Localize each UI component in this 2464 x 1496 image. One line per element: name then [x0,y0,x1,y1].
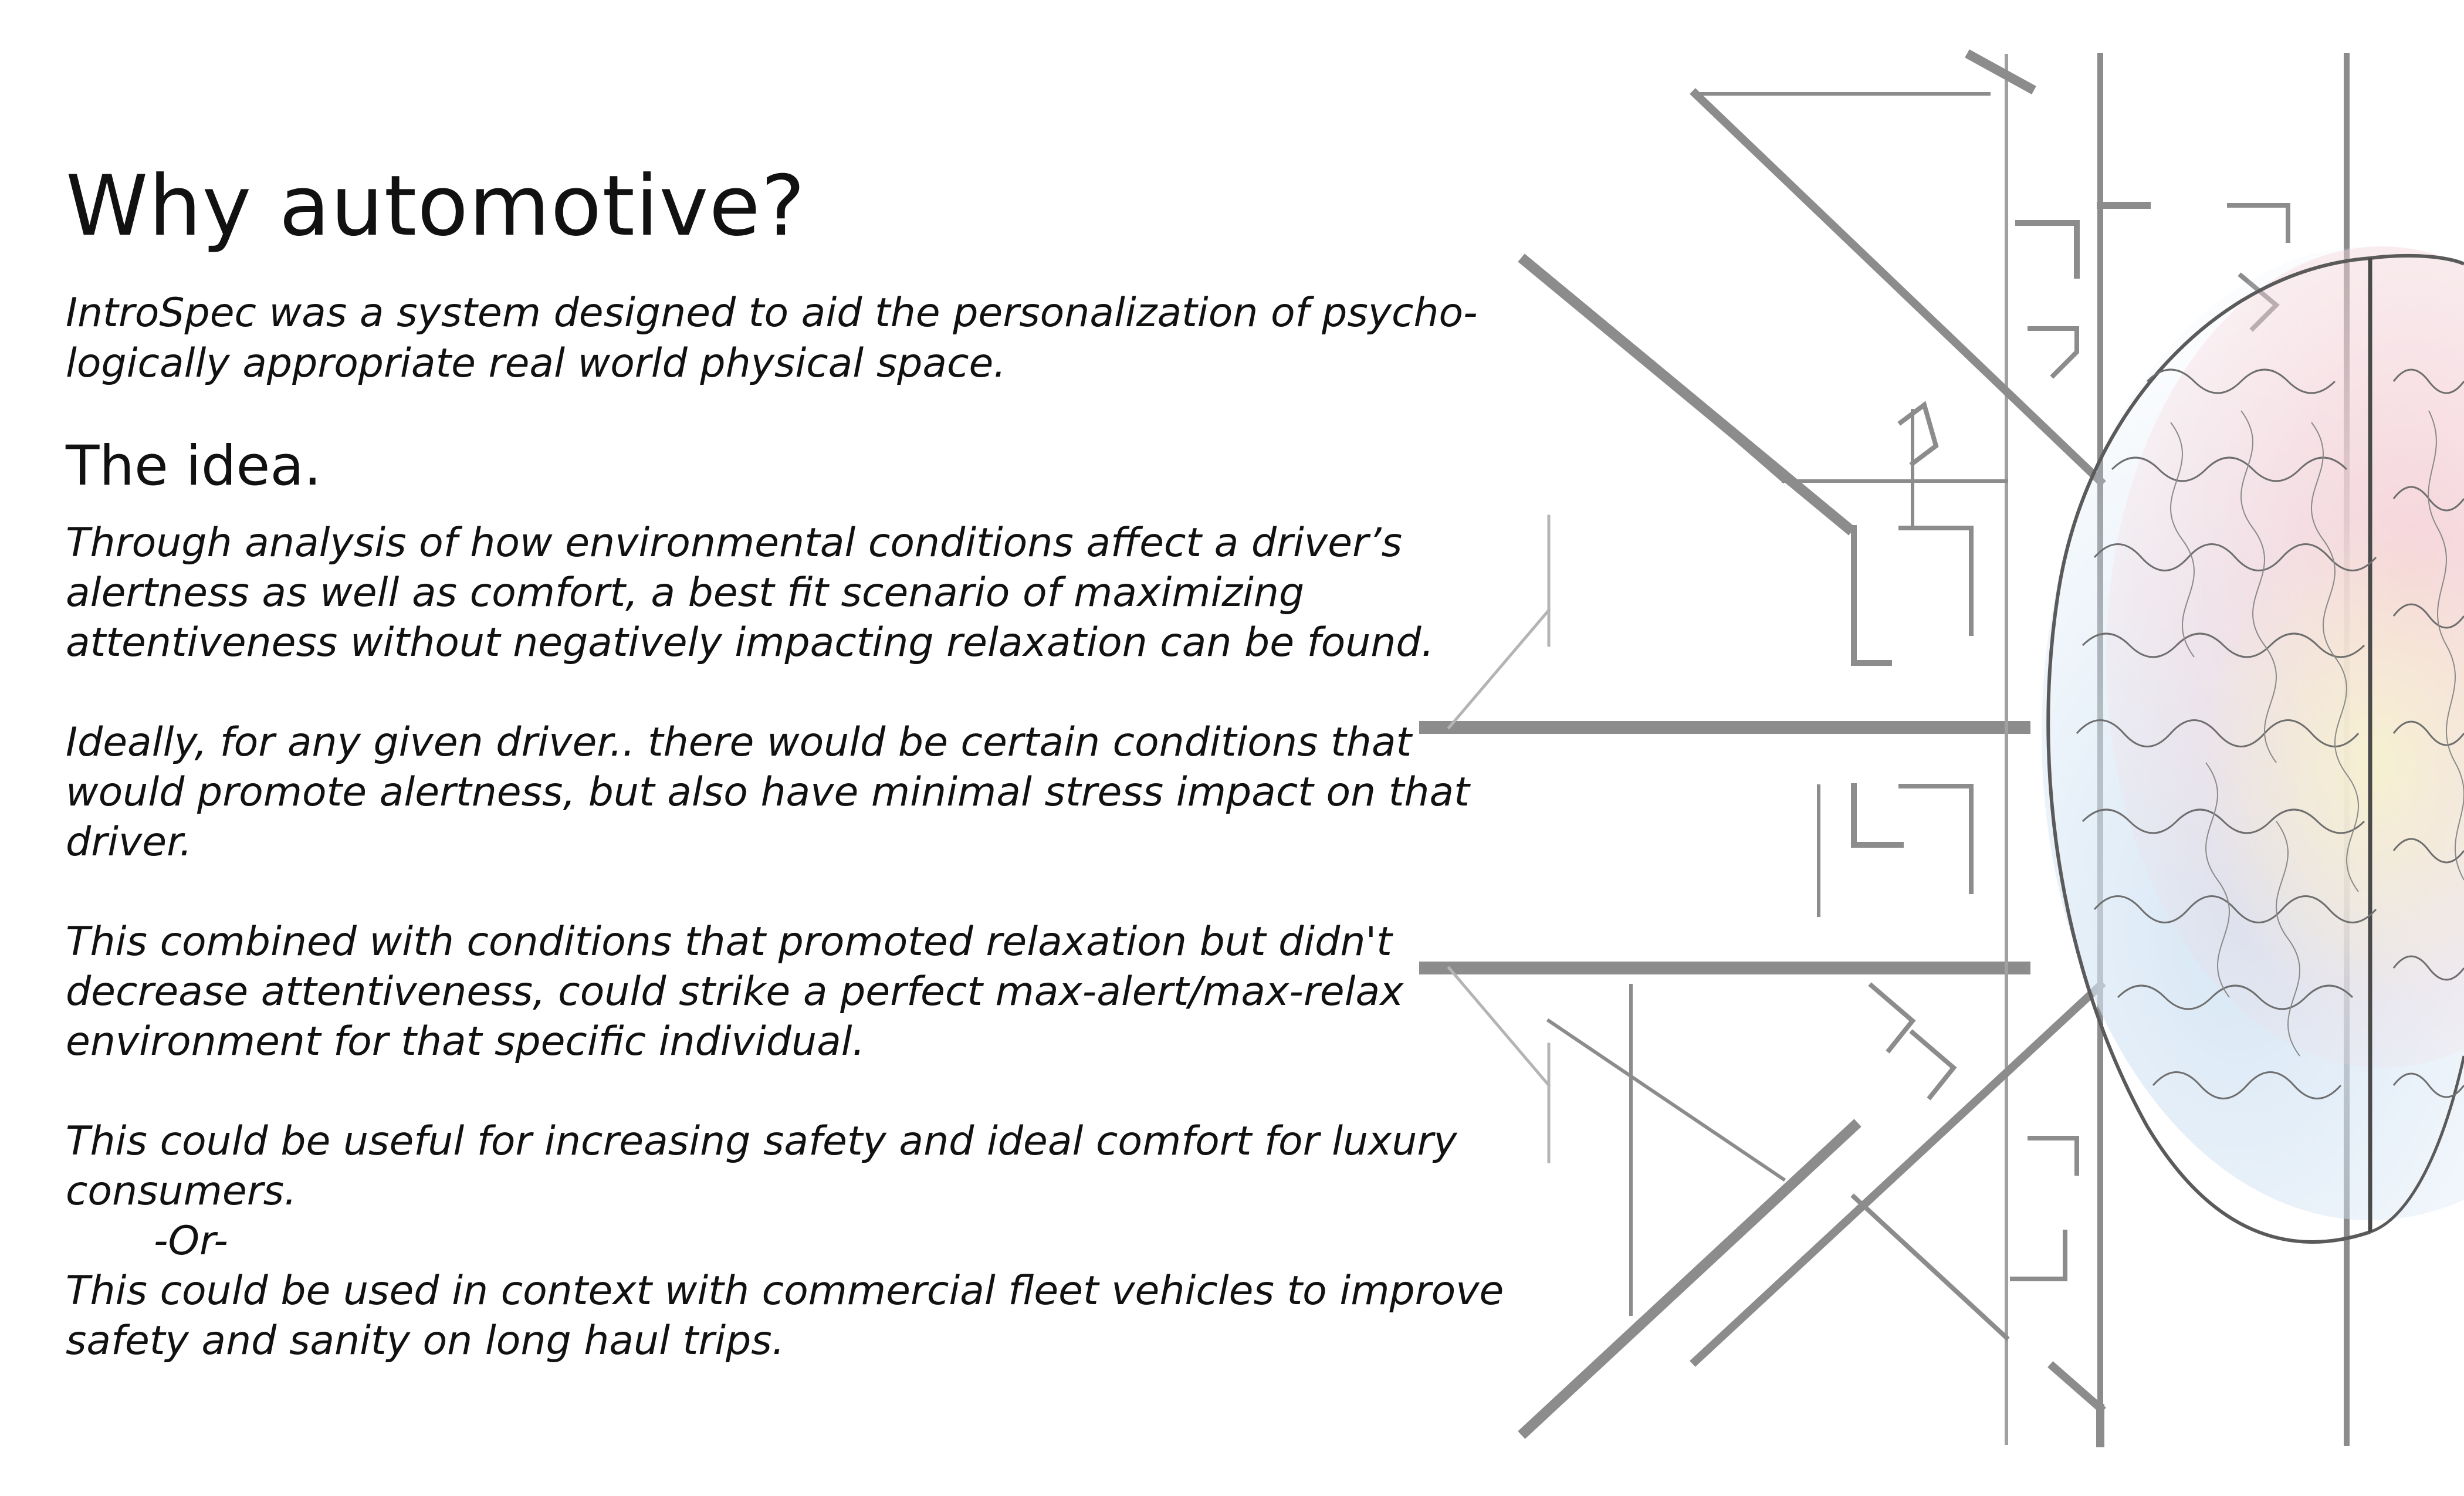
paragraph-luxury: This could be useful for increasing safe… [66,1118,1457,1214]
text-column: Why automotive? IntroSpec was a system d… [66,158,1532,1366]
idea-heading: The idea. [66,434,321,499]
intro-paragraph: IntroSpec was a system designed to aid t… [66,290,1478,387]
or-separator: -Or- [154,1217,228,1264]
floorplan-lines [1419,49,2350,1447]
slide-title: Why automotive? [66,158,806,255]
paragraph-ideally: Ideally, for any given driver.. there wo… [66,719,1470,865]
paragraph-analysis: Through analysis of how environmental co… [66,519,1434,666]
paragraph-combined: This combined with conditions that promo… [66,918,1404,1065]
brain-drawing [2042,246,2464,1244]
floorplan-brain-illustration [1419,49,2464,1447]
paragraph-fleet: This could be used in context with comme… [66,1267,1504,1364]
